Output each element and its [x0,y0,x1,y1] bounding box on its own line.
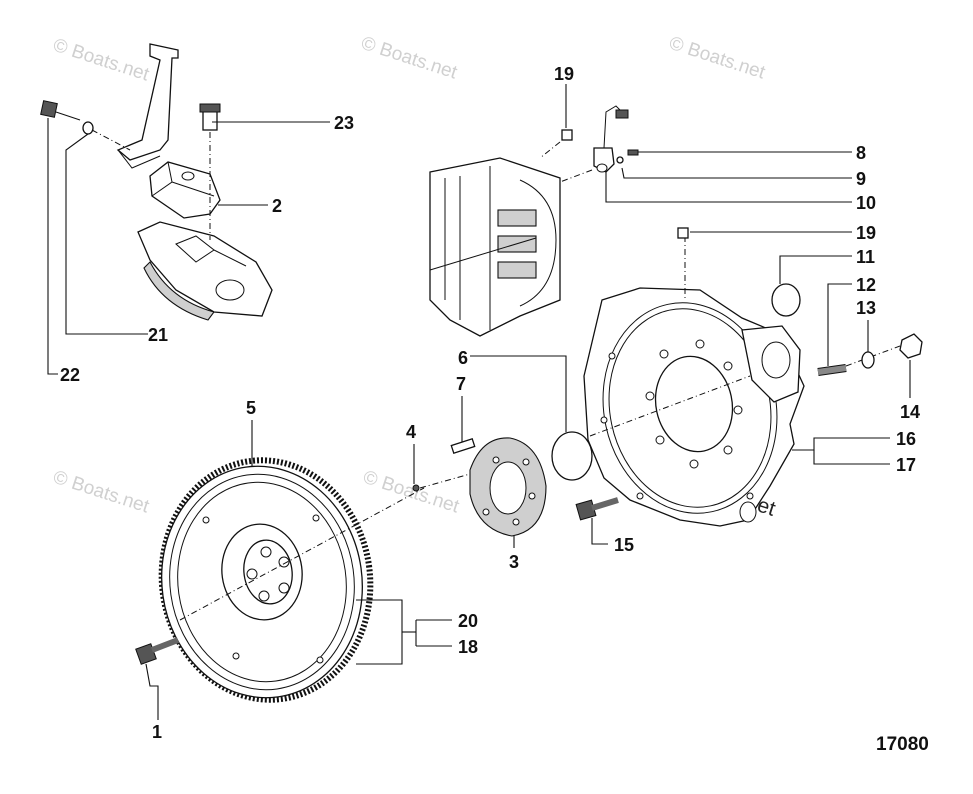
nut-14 [899,333,923,359]
screw-8 [627,149,639,156]
callout-20: 20 [458,611,478,631]
callout-23: 23 [334,113,354,133]
callout-labels: 1 2 3 4 5 6 7 8 9 10 11 12 13 14 15 16 1… [60,64,920,742]
callout-7: 7 [456,374,466,394]
flywheel-housing [575,227,923,527]
bolt-15 [575,497,619,521]
bolt-1 [135,637,180,665]
washer-9 [616,156,624,164]
callout-10: 10 [856,193,876,213]
callout-14: 14 [900,402,920,422]
watermark-1: © Boats.net [50,35,152,86]
callout-2: 2 [272,196,282,216]
callout-11: 11 [856,247,875,267]
flywheel [135,457,425,703]
callout-19-right: 19 [856,223,876,243]
cover-11 [771,283,801,317]
callout-18: 18 [458,637,478,657]
callout-21: 21 [148,325,168,345]
callout-13: 13 [856,298,876,318]
plug-19-top [561,129,573,141]
watermark-2: © Boats.net [358,33,460,84]
callout-17: 17 [896,455,916,475]
callout-8: 8 [856,143,866,163]
callout-19-top: 19 [554,64,574,84]
screw-4 [412,484,420,492]
engine-mount-assembly [40,43,273,321]
watermark-3: © Boats.net [666,33,768,84]
housing-bolt-holes [600,339,754,500]
callout-15: 15 [614,535,634,555]
stud-12 [817,364,847,376]
engine-block-rear [429,157,561,337]
callout-16: 16 [896,429,916,449]
callout-5: 5 [246,398,256,418]
leader-lines [47,84,911,720]
bracket [116,43,179,161]
callout-1: 1 [152,722,162,742]
callout-6: 6 [458,348,468,368]
housing-fragment [137,221,273,317]
washer-13 [861,351,875,369]
drive-plate-group [412,431,593,537]
washer-21 [82,121,94,135]
callout-3: 3 [509,552,519,572]
figure-number: 17080 [876,734,929,755]
bolt-22 [40,100,81,121]
o-ring [551,431,593,481]
watermark-5: © Boats.net [360,467,462,518]
engine-mount [149,161,221,219]
callout-12: 12 [856,275,876,295]
watermark-4: © Boats.net [50,467,152,518]
callout-9: 9 [856,169,866,189]
callout-22: 22 [60,365,80,385]
engine-rear-assembly [429,105,639,337]
callout-4: 4 [406,422,416,442]
plug-19-right [677,227,689,239]
dowel-pin [450,437,476,455]
flywheel-bolt-holes [202,514,324,664]
